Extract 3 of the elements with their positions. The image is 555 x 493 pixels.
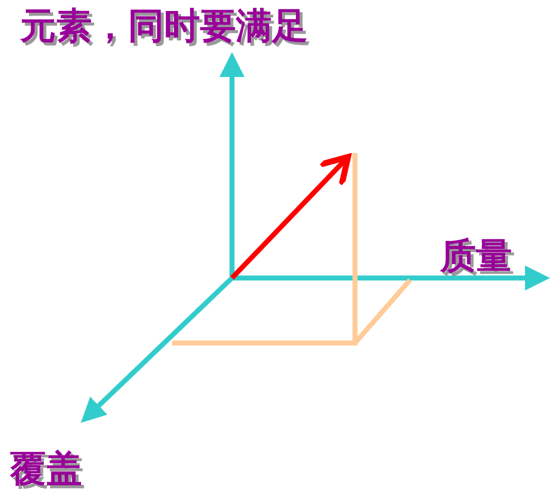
axis-label: 覆盖 bbox=[10, 447, 82, 492]
axis-label: 质量 bbox=[440, 234, 512, 279]
heading-text: 元素，同时要满足 bbox=[20, 4, 308, 49]
